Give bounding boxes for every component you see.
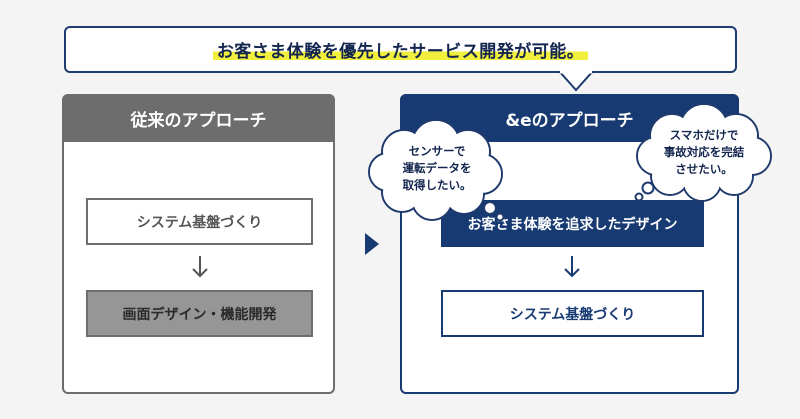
traditional-approach-title: 従来のアプローチ <box>62 94 335 142</box>
headline-bubble-tail <box>557 71 595 92</box>
headline: お客さま体験を優先したサービス開発が可能。 <box>212 37 589 62</box>
headline-wrap: お客さま体験を優先したサービス開発が可能。 <box>64 26 737 73</box>
down-arrow-icon <box>192 256 208 278</box>
speech-cloud-left-text: センサーで 運転データを 取得したい。 <box>402 143 472 192</box>
ande-step-cx-design: お客さま体験を追求したデザイン <box>441 200 704 247</box>
traditional-step-system-foundation: システム基盤づくり <box>86 198 313 245</box>
traditional-step-ui-feature-dev: 画面デザイン・機能開発 <box>86 290 313 337</box>
headline-bubble <box>64 26 737 73</box>
speech-cloud-right <box>634 104 772 202</box>
ande-step-system-foundation: システム基盤づくり <box>441 290 704 337</box>
speech-cloud-right-text: スマホだけで 事故対応を完結 させたい。 <box>663 127 745 176</box>
down-arrow-icon <box>564 256 580 278</box>
speech-cloud-left <box>368 119 505 222</box>
play-triangle-icon <box>365 233 379 255</box>
